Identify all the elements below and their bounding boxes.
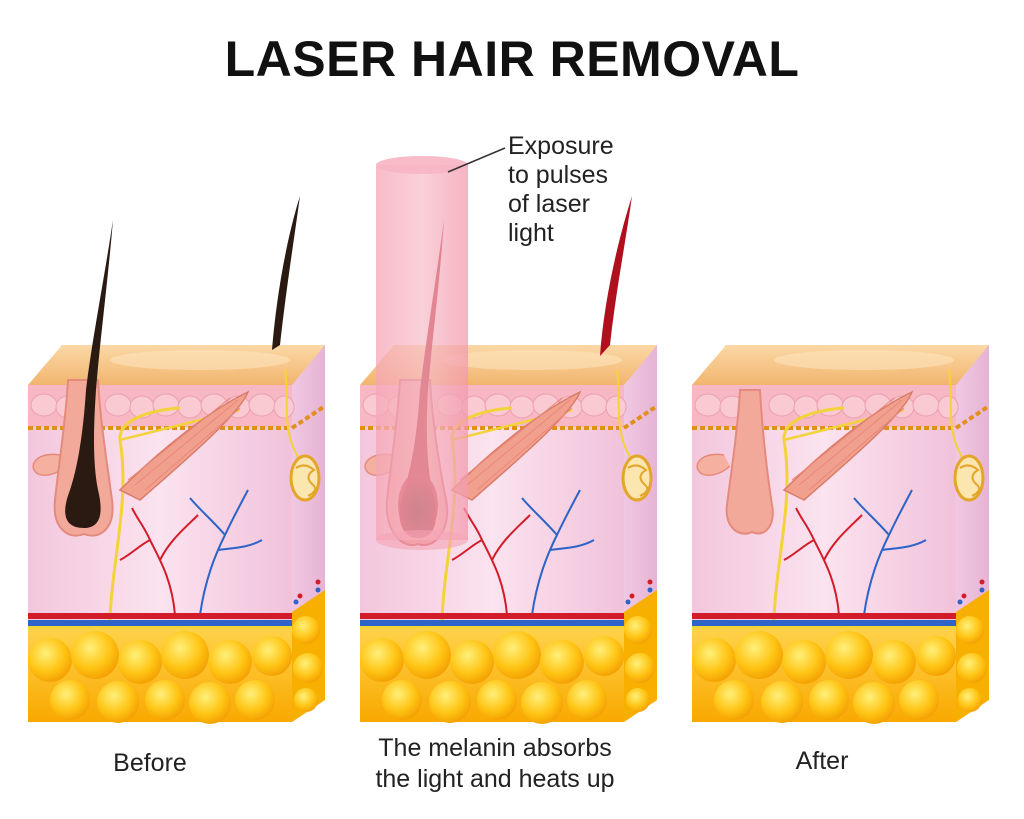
laser-callout: Exposure to pulses of laser light — [508, 132, 668, 248]
caption-during-line-1: The melanin absorbs — [378, 734, 612, 762]
caption-after: After — [795, 747, 849, 775]
page-title: LASER HAIR REMOVAL — [224, 31, 800, 87]
panel-before — [26, 196, 327, 726]
caption-before: Before — [113, 749, 187, 777]
hair-second-heated — [600, 196, 632, 356]
hair-shaft-before — [65, 220, 113, 528]
caption-during: The melanin absorbs the light and heats … — [330, 733, 660, 795]
panel-after — [690, 343, 991, 726]
hair-second-before — [272, 196, 300, 350]
caption-during-line-2: the light and heats up — [375, 765, 615, 793]
callout-line-4: light — [508, 219, 554, 247]
callout-line-1: Exposure — [508, 132, 614, 160]
empty-follicle — [725, 389, 774, 535]
callout-line-3: of laser — [508, 190, 590, 218]
callout-line-2: to pulses — [508, 161, 609, 189]
panel-during — [358, 147, 659, 726]
callout-pointer — [447, 147, 506, 173]
laser-beam — [376, 156, 468, 550]
